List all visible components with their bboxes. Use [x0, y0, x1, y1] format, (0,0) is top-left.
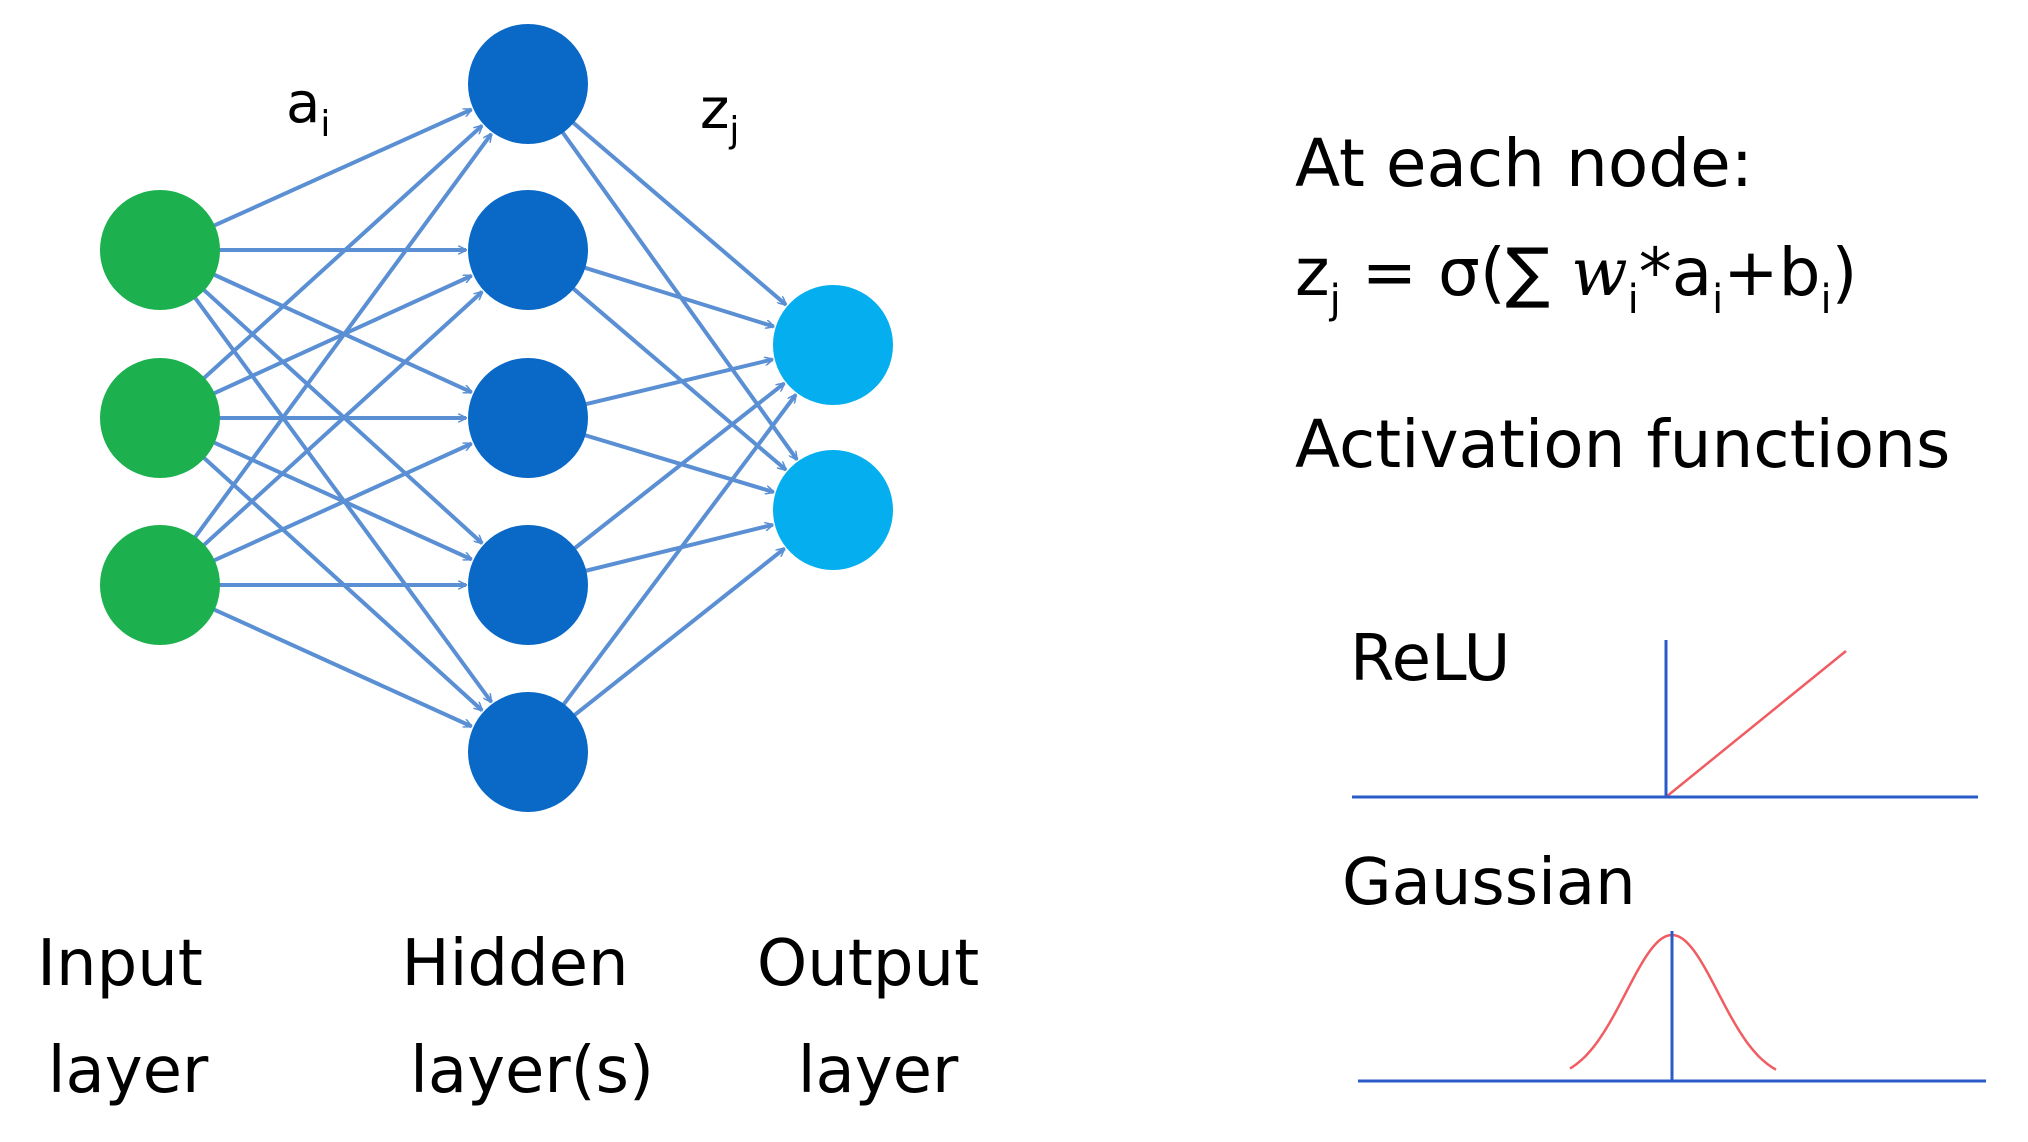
input-node-2 [100, 358, 220, 478]
hidden-node-1 [468, 24, 588, 144]
edge-input-3-to-hidden-3 [210, 441, 472, 564]
edge-input-2-to-hidden-1 [200, 126, 482, 382]
gaussian-label: Gaussian [1342, 846, 1636, 920]
formula-equation: zj = σ(∑ wi*ai+bi) [1295, 234, 1857, 323]
hidden-layer-label-line1: Hidden [401, 927, 628, 1001]
edge-input-3-to-hidden-2 [200, 292, 482, 549]
network-nodes [100, 24, 893, 812]
output-node-1 [773, 285, 893, 405]
gaussian-plot [1358, 931, 1986, 1083]
formula-heading: At each node: [1295, 125, 1753, 202]
relu-ramp-segment [1665, 650, 1847, 798]
hidden-node-5 [468, 692, 588, 812]
input-layer-label-line1: Input [37, 927, 203, 1001]
network-edges [191, 107, 799, 729]
relu-label: ReLU [1350, 622, 1510, 696]
edge-label-z: zj [700, 77, 739, 151]
edge-input-2-to-hidden-5 [200, 454, 482, 711]
edge-input-1-to-hidden-4 [200, 286, 482, 544]
edge-hidden-1-to-output-1 [569, 118, 786, 304]
edge-input-1-to-hidden-3 [210, 271, 472, 395]
activation-heading: Activation functions [1295, 406, 1950, 483]
output-layer-label-line2: layer [798, 1034, 959, 1108]
output-node-2 [773, 450, 893, 570]
edge-hidden-1-to-output-2 [558, 128, 799, 460]
hidden-node-4 [468, 525, 588, 645]
input-node-1 [100, 190, 220, 310]
edge-input-2-to-hidden-4 [210, 439, 472, 562]
relu-plot [1352, 640, 1978, 799]
edge-hidden-5-to-output-1 [559, 395, 798, 709]
input-layer-label-line2: layer [48, 1034, 209, 1108]
edge-input-1-to-hidden-1 [210, 107, 471, 229]
input-node-3 [100, 525, 220, 645]
edge-hidden-3-to-output-1 [581, 359, 772, 407]
hidden-node-3 [468, 358, 588, 478]
edge-label-a: ai [286, 71, 330, 145]
edge-hidden-4-to-output-2 [581, 525, 772, 574]
edge-hidden-4-to-output-1 [570, 381, 784, 552]
edge-input-3-to-hidden-5 [210, 606, 472, 729]
output-layer-label-line1: Output [757, 927, 979, 1001]
hidden-layer-label-line2: layer(s) [410, 1034, 654, 1108]
edge-hidden-5-to-output-2 [570, 546, 785, 719]
hidden-node-2 [468, 190, 588, 310]
edge-hidden-2-to-output-2 [569, 284, 786, 469]
edge-hidden-2-to-output-1 [580, 264, 773, 327]
edge-hidden-3-to-output-2 [581, 432, 774, 492]
edge-input-3-to-hidden-1 [191, 134, 493, 542]
